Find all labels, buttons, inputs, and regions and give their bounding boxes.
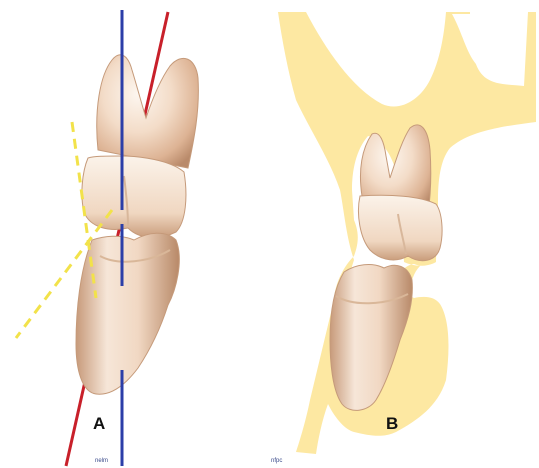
panel-a [16, 10, 198, 466]
panel-b-label: B [386, 414, 398, 434]
panel-b-credit: nfpc [271, 458, 282, 464]
upper-tooth-roots [97, 55, 199, 168]
upper-tooth-crown [82, 156, 186, 238]
panel-a-credit: nelm [95, 458, 108, 464]
panel-b [278, 12, 536, 454]
panel-a-label: A [93, 414, 105, 434]
